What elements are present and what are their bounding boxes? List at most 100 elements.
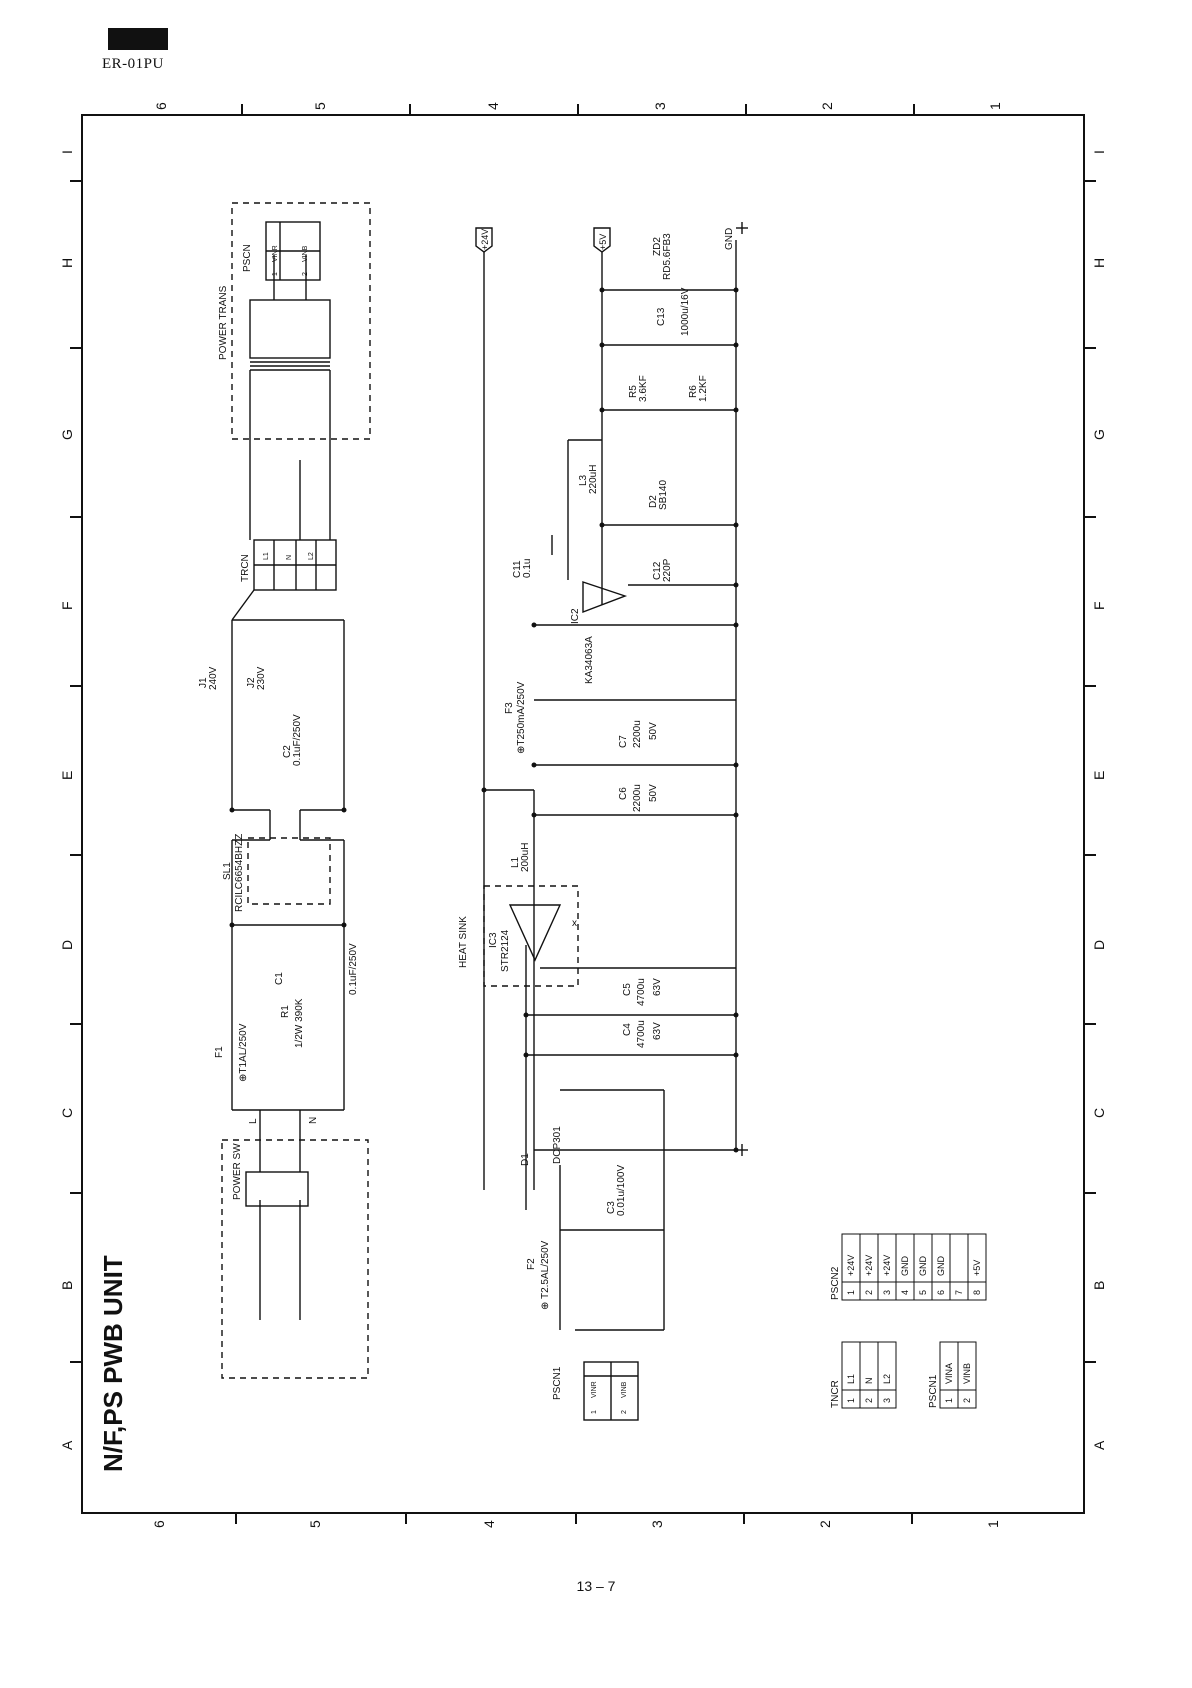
- f2-value: ⊕ T2.5AL/250V: [540, 1240, 551, 1310]
- pscn2-pin-signal: +24V: [882, 1255, 892, 1276]
- pscn1-pin-signal: VINB: [962, 1363, 972, 1384]
- heat-sink-label: HEAT SINK: [458, 916, 469, 968]
- c7-label: C7: [618, 735, 629, 748]
- row-label-I: I: [59, 150, 75, 154]
- pscn2-table-title: PSCN2: [830, 1266, 841, 1300]
- row-label-G-right: G: [1091, 429, 1107, 440]
- arrow-connectors: [475, 227, 611, 253]
- line-l-label: L: [248, 1118, 259, 1124]
- col-label-6: 6: [153, 102, 169, 110]
- pscn2-pin-number: 5: [918, 1290, 928, 1295]
- f3-value: ⊕T250mA/250V: [516, 681, 527, 754]
- c13-label: C13: [656, 307, 667, 326]
- ic3-nc-mark: x: [572, 918, 577, 929]
- v24-rail-label: +24V: [480, 229, 490, 250]
- pscn1-vinr: VINR: [591, 1381, 598, 1398]
- f1-label: F1: [214, 1046, 225, 1058]
- c13-value: 1000u/16V: [680, 287, 691, 336]
- pscn1-pin-1: 1: [591, 1410, 598, 1414]
- c12-value: 220P: [662, 558, 673, 582]
- line-n-label: N: [308, 1117, 319, 1124]
- pscn2-pin-number: 1: [846, 1290, 856, 1295]
- row-label-A: A: [59, 1440, 75, 1450]
- row-label-F-right: F: [1091, 601, 1107, 610]
- row-label-B-right: B: [1091, 1281, 1107, 1290]
- c2-value: 0.1uF/250V: [292, 714, 303, 766]
- c6-value: 2200u: [632, 784, 643, 812]
- pscn-vinr: VINR: [272, 245, 279, 262]
- pscn1-pin-signal: VINA: [944, 1363, 954, 1384]
- c12-label: C12: [652, 561, 663, 580]
- pscn2-pin-number: 8: [972, 1290, 982, 1295]
- col-label-5-bottom: 5: [307, 1520, 323, 1528]
- column-labels: 6 5 4 3 2 1 6 5 4 3 2 1: [151, 102, 1003, 1528]
- col-label-2-bottom: 2: [817, 1520, 833, 1528]
- r6-value: 1.2KF: [698, 375, 709, 402]
- col-label-3-bottom: 3: [649, 1520, 665, 1528]
- pscn2-signal-cell: [949, 1233, 969, 1283]
- r5-label: R5: [628, 385, 639, 398]
- j2-value: 230V: [256, 666, 267, 690]
- junction-dots: [229, 287, 739, 1153]
- d1-value: DCP301: [552, 1126, 563, 1164]
- c2-label: C2: [282, 745, 293, 758]
- diagram-title: N/F,PS PWB UNIT: [98, 1255, 128, 1472]
- d1-label: D1: [520, 1153, 531, 1166]
- c1-value: 0.1uF/250V: [348, 943, 359, 995]
- c1-label: C1: [274, 972, 285, 985]
- col-label-4-bottom: 4: [481, 1520, 497, 1528]
- pscn2-pin-number: 4: [900, 1290, 910, 1295]
- grid-ticks: [70, 104, 1096, 1524]
- tncr-pin-signal: L1: [846, 1374, 856, 1384]
- c7-voltage: 50V: [648, 722, 659, 740]
- tncr-table-title: TNCR: [830, 1380, 841, 1408]
- c11-label: C11: [512, 560, 523, 578]
- pscn1-label: PSCN1: [552, 1366, 563, 1400]
- f3-label: F3: [504, 702, 515, 714]
- row-label-G: G: [59, 429, 75, 440]
- pscn1-pin-number: 1: [944, 1398, 954, 1403]
- c3-label: C3: [606, 1201, 617, 1214]
- row-label-F: F: [59, 601, 75, 610]
- pscn2-pin-signal: +5V: [972, 1260, 982, 1276]
- pscn2-pin-signal: GND: [900, 1256, 910, 1277]
- tncr-pin-number: 1: [846, 1398, 856, 1403]
- c6-label: C6: [618, 787, 629, 800]
- trcn-label: TRCN: [240, 554, 251, 582]
- pscn-vinb: VINB: [302, 245, 309, 262]
- pscn2-pin-signal: GND: [918, 1256, 928, 1277]
- model-badge: [108, 28, 168, 50]
- pscn1-pin-2: 2: [621, 1410, 628, 1414]
- c5-voltage: 63V: [652, 978, 663, 996]
- c7-value: 2200u: [632, 720, 643, 748]
- pscn2-pin-number: 2: [864, 1290, 874, 1295]
- row-label-D: D: [59, 940, 75, 950]
- l1-inductor-value: 200uH: [520, 843, 531, 872]
- pscn2-pin-signal: +24V: [864, 1255, 874, 1276]
- power-sw-label: POWER SW: [232, 1143, 243, 1200]
- row-label-A-right: A: [1091, 1440, 1107, 1450]
- col-label-3: 3: [652, 102, 668, 110]
- power-trans-label: POWER TRANS: [218, 285, 229, 360]
- pscn1-table-title: PSCN1: [928, 1374, 939, 1408]
- c4-voltage: 63V: [652, 1022, 663, 1040]
- pscn2-pin-number: 3: [882, 1290, 892, 1295]
- ground-symbols: [551, 222, 748, 1156]
- pscn2-pin-number: 7: [954, 1290, 964, 1295]
- r6-label: R6: [688, 385, 699, 398]
- c5-label: C5: [622, 983, 633, 996]
- row-label-H: H: [59, 258, 75, 268]
- gnd-label: GND: [724, 228, 735, 250]
- zd2-value: RD5.6FB3: [662, 233, 673, 280]
- pscn2-pin-number: 6: [936, 1290, 946, 1295]
- tncr-signal-cell: [877, 1341, 897, 1391]
- trcn-l1: L1: [263, 552, 270, 560]
- ic2-value: KA34063A: [584, 636, 595, 684]
- l1-inductor-label: L1: [510, 856, 521, 868]
- page-number: 13 – 7: [576, 1578, 616, 1594]
- j1-value: 240V: [208, 666, 219, 690]
- sl1-label: SL1: [222, 862, 233, 880]
- row-label-E: E: [59, 771, 75, 780]
